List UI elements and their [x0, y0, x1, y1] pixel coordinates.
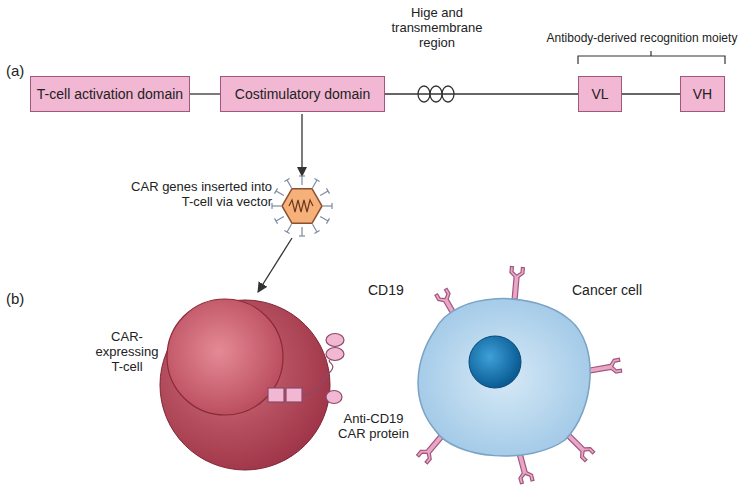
connector-line: [190, 93, 220, 94]
domain-label: VL: [591, 86, 608, 102]
t-cell-nucleus: [167, 299, 283, 415]
domain-label: T-cell activation domain: [37, 86, 183, 102]
bracket: [578, 56, 725, 64]
viral-vector: [272, 176, 332, 236]
domain-box: VL: [578, 76, 622, 112]
hinge-label: Hige and transmembrane region: [387, 6, 487, 51]
cell-label: CAR-expressing T-cell: [90, 330, 164, 375]
bracket-tick: [650, 51, 651, 56]
t-cell: [160, 300, 330, 470]
domain-box: T-cell activation domain: [30, 76, 190, 112]
panel-label: (a): [6, 62, 46, 79]
connector-line: [622, 93, 680, 94]
cancer-cell: [417, 266, 622, 483]
panel-label: (b): [6, 290, 46, 307]
cell-label: Cancer cell: [572, 282, 672, 298]
domain-label: Costimulatory domain: [235, 86, 370, 102]
car-protein: [268, 334, 344, 404]
domain-label: VH: [693, 86, 712, 102]
protein-label: Anti-CD19 CAR protein: [336, 412, 411, 442]
vector-label: CAR genes inserted into T-cell via vecto…: [122, 180, 272, 210]
arrow-down: [301, 114, 302, 176]
bracket-label: Antibody-derived recognition moiety: [540, 32, 744, 46]
arrow-to-cell: [258, 238, 292, 292]
antigen-label: CD19: [368, 282, 418, 298]
domain-box: Costimulatory domain: [220, 76, 385, 112]
domain-box: VH: [680, 76, 725, 112]
connector-line: [385, 93, 578, 94]
